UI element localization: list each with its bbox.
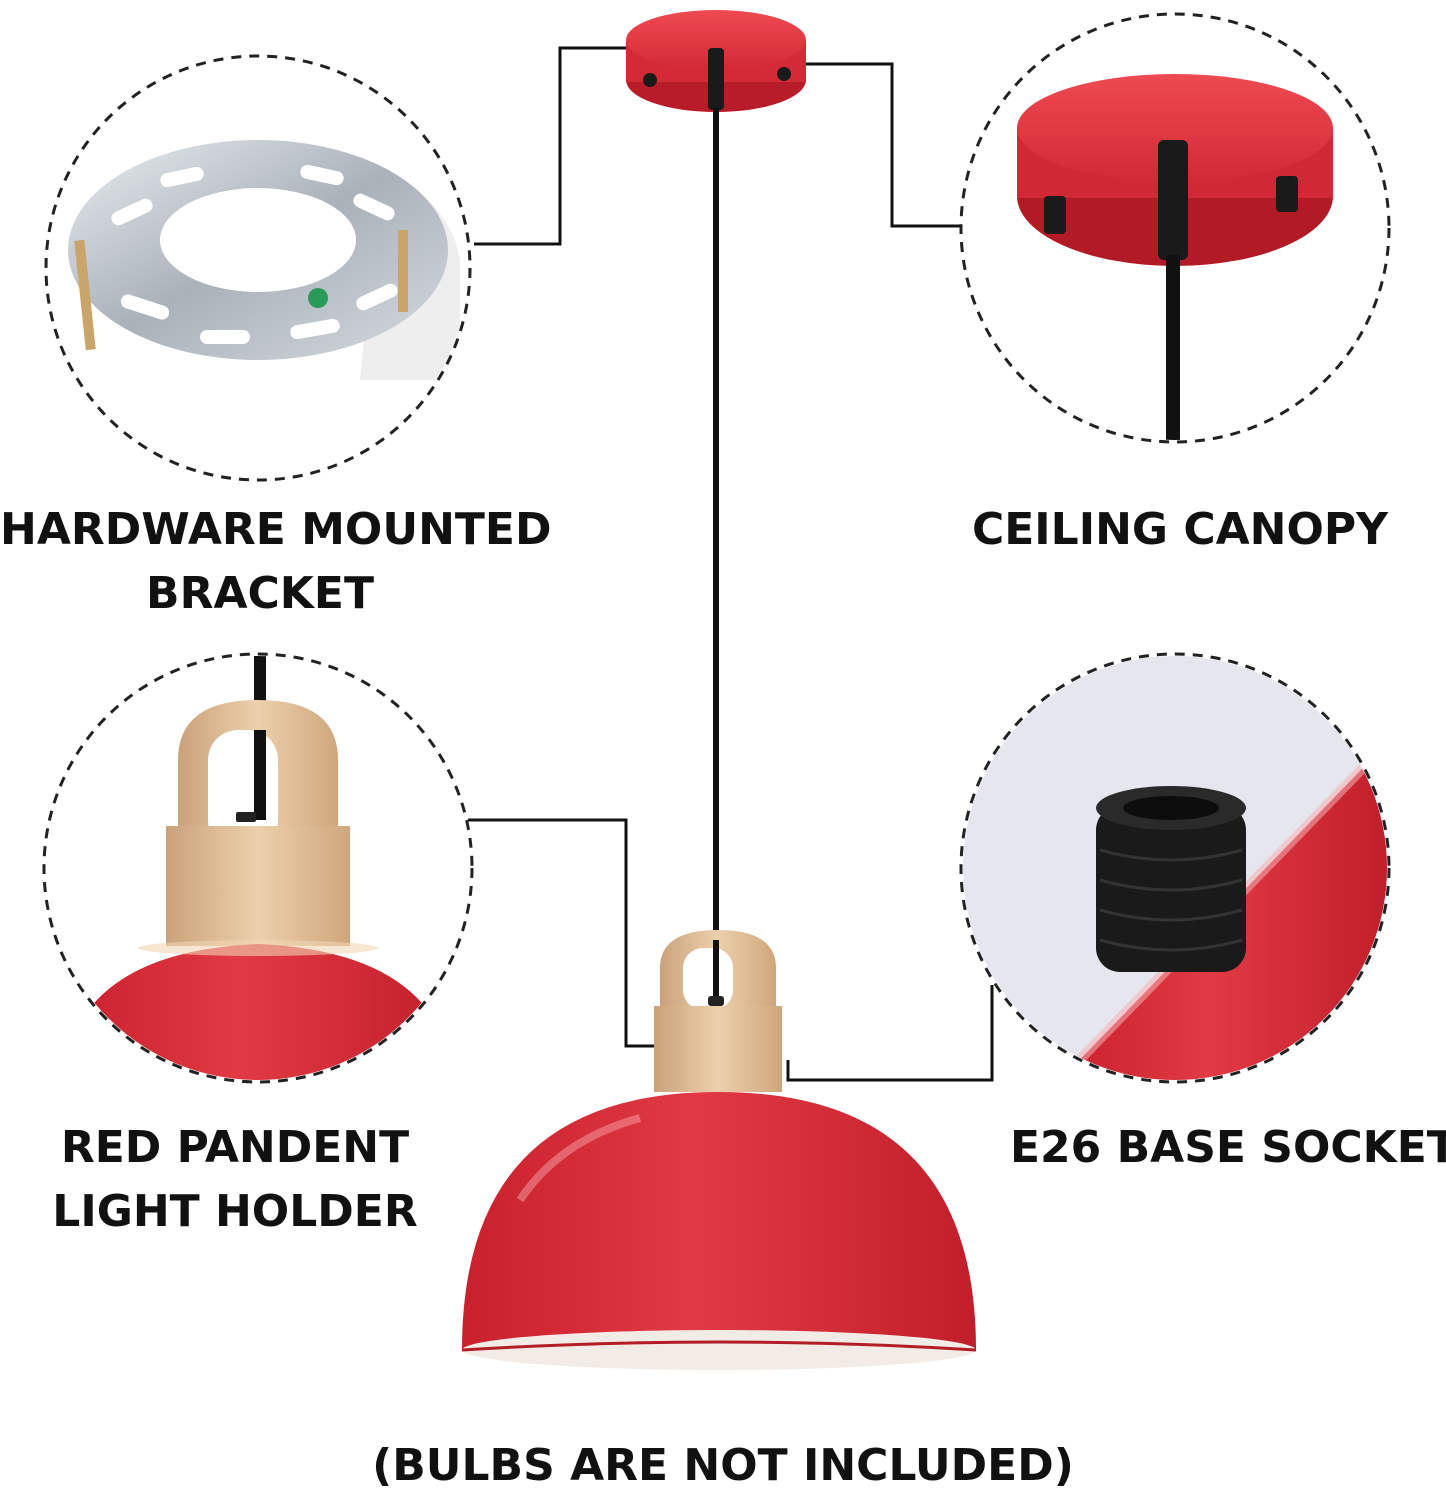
label-bracket-line2: BRACKET xyxy=(146,568,374,619)
label-holder-line2: LIGHT HOLDER xyxy=(52,1186,418,1237)
holder-detail-circle xyxy=(42,652,474,1084)
label-ceiling-canopy: CEILING CANOPY xyxy=(960,498,1400,562)
callout-connector-lines xyxy=(468,46,994,1082)
label-hardware-mounted-bracket: HARDWARE MOUNTED BRACKET xyxy=(0,498,552,626)
label-e26-base-socket: E26 BASE SOCKET xyxy=(1010,1116,1446,1180)
label-red-pendant-light-holder: RED PANDENT LIGHT HOLDER xyxy=(20,1116,450,1244)
label-bracket-line1: HARDWARE MOUNTED xyxy=(0,504,552,555)
label-holder-line1: RED PANDENT xyxy=(60,1122,410,1173)
socket-detail-circle xyxy=(959,652,1391,1084)
main-power-cord xyxy=(713,108,719,948)
label-canopy-line1: CEILING CANOPY xyxy=(971,504,1389,555)
label-note-text: (BULBS ARE NOT INCLUDED) xyxy=(372,1440,1074,1491)
label-bulbs-not-included: (BULBS ARE NOT INCLUDED) xyxy=(360,1434,1086,1498)
label-socket-line1: E26 BASE SOCKET xyxy=(1010,1122,1446,1173)
canopy-detail-circle xyxy=(959,12,1391,444)
main-pendant-lamp xyxy=(461,930,977,1370)
bracket-detail-circle xyxy=(44,54,472,482)
main-ceiling-canopy xyxy=(626,10,806,112)
